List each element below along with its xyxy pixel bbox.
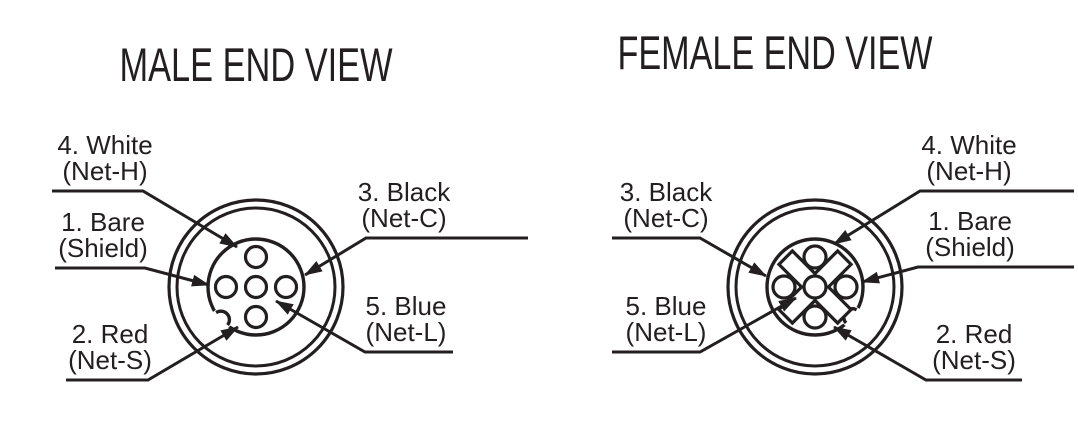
male-pin-2: [243, 304, 269, 330]
male-pin-3: [273, 274, 299, 300]
female-leader-net-s: [833, 325, 1022, 382]
male-end-view: MALE END VIEW: [52, 38, 528, 382]
male-label-net-s-line1: 2. Red: [72, 319, 149, 349]
female-socket-4: [802, 244, 828, 270]
male-label-net-l-line2: (Net-L): [366, 317, 447, 347]
female-label-net-l-line2: (Net-L): [626, 317, 707, 347]
female-middle-circle: [734, 206, 896, 368]
male-labels: 4. White (Net-H) 1. Bare (Shield) 2. Red…: [57, 130, 451, 375]
female-socket-2: [802, 304, 828, 330]
male-label-net-s-line2: (Net-S): [68, 345, 152, 375]
female-label-net-h-line1: 4. White: [921, 130, 1016, 160]
male-pin-4: [243, 244, 269, 270]
female-label-shield-line2: (Shield): [925, 232, 1015, 262]
male-label-net-c-line1: 3. Black: [358, 177, 451, 207]
male-label-net-h-line1: 4. White: [57, 130, 152, 160]
female-socket-5: [802, 274, 828, 300]
female-end-view: FEMALE END VIEW: [612, 26, 1074, 382]
male-leader-net-c: [304, 236, 528, 277]
male-label-net-c-line2: (Net-C): [361, 203, 446, 233]
male-leader-net-h: [52, 189, 238, 249]
male-connector: [167, 198, 345, 376]
male-outer-circle: [167, 198, 345, 376]
female-label-net-c-line1: 3. Black: [620, 177, 713, 207]
male-label-net-h-line2: (Net-H): [62, 156, 147, 186]
male-label-shield-line2: (Shield): [58, 233, 148, 263]
male-leader-shield: [55, 266, 210, 287]
female-leader-shield: [861, 265, 1074, 284]
female-label-net-s-line2: (Net-S): [932, 345, 1016, 375]
male-label-shield-line1: 1. Bare: [61, 207, 145, 237]
male-pin-5: [243, 274, 269, 300]
male-title: MALE END VIEW: [120, 38, 393, 91]
female-labels: 3. Black (Net-C) 5. Blue (Net-L) 4. Whit…: [620, 130, 1017, 375]
female-label-net-h-line2: (Net-H): [926, 156, 1011, 186]
female-outer-circle: [726, 198, 904, 376]
female-label-net-c-line2: (Net-C): [623, 203, 708, 233]
male-leader-net-s: [66, 325, 239, 382]
male-leader-net-l: [275, 299, 453, 354]
male-middle-circle: [175, 206, 337, 368]
female-socket-3: [771, 274, 797, 300]
female-leader-net-h: [833, 189, 1074, 246]
female-label-shield-line1: 1. Bare: [928, 206, 1012, 236]
female-label-net-s-line1: 2. Red: [936, 319, 1013, 349]
male-pin-1: [213, 274, 239, 300]
male-label-net-l-line1: 5. Blue: [366, 291, 447, 321]
female-label-net-l-line1: 5. Blue: [626, 291, 707, 321]
female-leader-net-l: [612, 296, 797, 354]
female-socket-1: [833, 274, 859, 300]
female-title: FEMALE END VIEW: [618, 26, 933, 79]
female-leader-net-c: [612, 236, 767, 278]
female-connector: [726, 198, 904, 376]
